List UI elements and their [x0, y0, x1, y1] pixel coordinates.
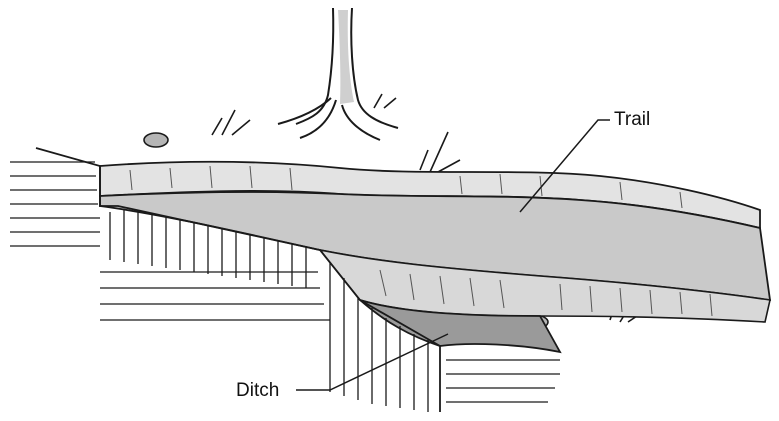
trail-label: Trail: [614, 110, 650, 129]
tree-trunk: [278, 8, 398, 140]
ditch-label: Ditch: [236, 381, 279, 400]
